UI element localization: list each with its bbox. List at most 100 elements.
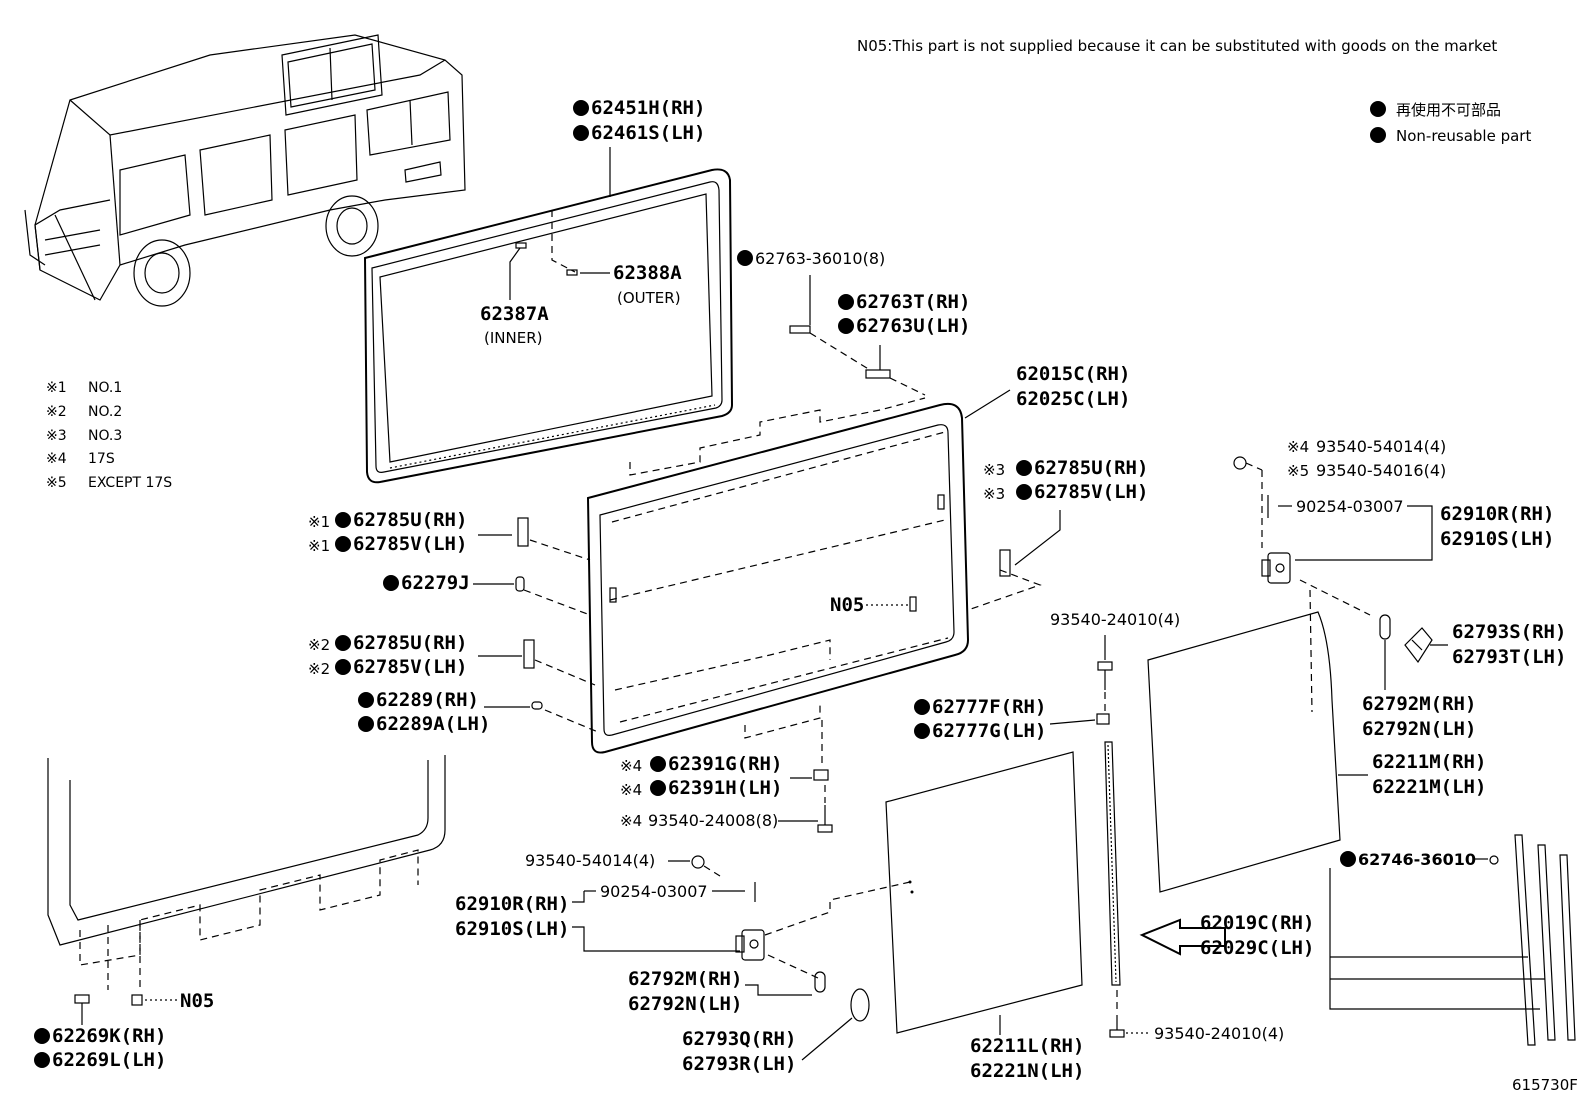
screw-part (817, 805, 833, 833)
part-label: 62451H(RH) (591, 97, 705, 119)
clip-part (515, 576, 525, 592)
part-label: 62763T(RH) (856, 291, 970, 313)
part-label: 93540-24008(8) (648, 811, 778, 830)
clip-part (1096, 713, 1110, 725)
part-label: 62785U(RH) (353, 509, 467, 531)
non-reusable-bullet-icon (737, 250, 753, 266)
knob-part (1404, 627, 1433, 664)
part-label: 93540-54014(4) (525, 851, 655, 870)
clip-part (813, 769, 829, 781)
part-label: N05 (180, 990, 214, 1012)
non-reusable-bullet-icon (838, 294, 854, 310)
part-label: 62785U(RH) (1034, 457, 1148, 479)
variant-text: EXCEPT 17S (88, 475, 172, 491)
part-label: 62777G(LH) (932, 720, 1046, 742)
clip-part (814, 971, 826, 993)
part-label: 93540-54014(4) (1316, 437, 1446, 456)
part-label: 62792N(LH) (628, 993, 742, 1015)
non-reusable-bullet-icon (34, 1052, 50, 1068)
part-label: 93540-24010(4) (1050, 610, 1180, 629)
part-label: 62792M(RH) (1362, 693, 1476, 715)
non-reusable-bullet-icon (650, 756, 666, 772)
window-frame-part (586, 402, 970, 754)
part-label: 62792N(LH) (1362, 718, 1476, 740)
bolt-icon (691, 855, 705, 869)
variant-text: 17S (88, 451, 115, 467)
variant-mark: ※4 (620, 812, 642, 830)
part-label: 62269L(LH) (52, 1049, 166, 1071)
part-label: 62785V(LH) (353, 533, 467, 555)
variant-mark: ※5 (1287, 462, 1309, 480)
part-label: 62746-36010 (1358, 850, 1476, 869)
variant-mark: ※3 (983, 461, 1005, 479)
sliding-glass-part (1147, 611, 1341, 893)
part-label: 62910R(RH) (455, 893, 569, 915)
part-label: 62211M(RH) (1372, 751, 1486, 773)
non-reusable-bullet-icon (1016, 484, 1032, 500)
non-reusable-bullet-icon (1016, 460, 1032, 476)
part-label: 93540-24010(4) (1154, 1024, 1284, 1043)
clip-part (74, 994, 90, 1004)
screw-part (1097, 661, 1113, 690)
variant-mark: ※4 (46, 451, 67, 467)
glass-weatherstrip-part (363, 168, 734, 484)
clip-part (531, 701, 543, 710)
variant-mark: ※3 (983, 485, 1005, 503)
non-reusable-bullet-icon (1370, 101, 1386, 117)
clip-part (1379, 614, 1391, 640)
variant-mark: ※5 (46, 475, 67, 491)
non-reusable-bullet-icon (914, 699, 930, 715)
legend-jp: 再使用不可部品 (1396, 101, 1501, 119)
part-label: 62785U(RH) (353, 632, 467, 654)
part-label: 62785V(LH) (353, 656, 467, 678)
part-label: 62777F(RH) (932, 696, 1046, 718)
clip-62387a (515, 242, 527, 249)
legend-en: Non-reusable part (1396, 127, 1531, 145)
part-label: 62793R(LH) (682, 1053, 796, 1075)
clip-part (523, 639, 535, 669)
part-label: 62015C(RH) (1016, 363, 1130, 385)
part-label: 62785V(LH) (1034, 481, 1148, 503)
part-label: 90254-03007 (1296, 497, 1404, 516)
part-label: 62221M(LH) (1372, 776, 1486, 798)
part-label: 62763-36010(8) (755, 249, 885, 268)
part-label: 62461S(LH) (591, 122, 705, 144)
latch-part (1261, 552, 1291, 584)
direction-arrow-icon (1139, 918, 1226, 956)
clip-part (999, 549, 1011, 577)
fixed-glass-part (885, 751, 1083, 1034)
non-reusable-bullet-icon (573, 100, 589, 116)
part-label: 62910R(RH) (1440, 503, 1554, 525)
variant-mark: ※4 (620, 781, 642, 799)
part-label: 62763U(LH) (856, 315, 970, 337)
variant-mark: ※2 (46, 404, 67, 420)
part-label: 62387A (480, 303, 549, 325)
non-reusable-bullet-icon (335, 635, 351, 651)
non-reusable-bullet-icon (335, 536, 351, 552)
variant-mark: ※1 (46, 380, 67, 396)
screw-part (1109, 1015, 1125, 1038)
non-reusable-bullet-icon (335, 512, 351, 528)
part-label: 62211L(RH) (970, 1035, 1084, 1057)
part-label: 62025C(LH) (1016, 388, 1130, 410)
part-label: N05 (830, 594, 864, 616)
part-label: 62289(RH) (376, 689, 479, 711)
clip-part (865, 369, 891, 379)
figure-id: 615730F (1512, 1076, 1578, 1094)
bolt-icon (1233, 456, 1247, 470)
part-label: 62388A (613, 262, 682, 284)
body-panel (47, 755, 446, 990)
part-label: 62910S(LH) (1440, 528, 1554, 550)
variant-mark: ※4 (620, 757, 642, 775)
variant-text: NO.1 (88, 380, 122, 396)
part-label: 93540-54016(4) (1316, 461, 1446, 480)
non-reusable-bullet-icon (1370, 127, 1386, 143)
part-label: 62221N(LH) (970, 1060, 1084, 1082)
part-label: 62269K(RH) (52, 1025, 166, 1047)
non-reusable-bullet-icon (383, 575, 399, 591)
part-label: 62391H(LH) (668, 777, 782, 799)
part-label: 62792M(RH) (628, 968, 742, 990)
non-reusable-bullet-icon (1340, 851, 1356, 867)
n05-note: N05:This part is not supplied because it… (857, 37, 1497, 55)
